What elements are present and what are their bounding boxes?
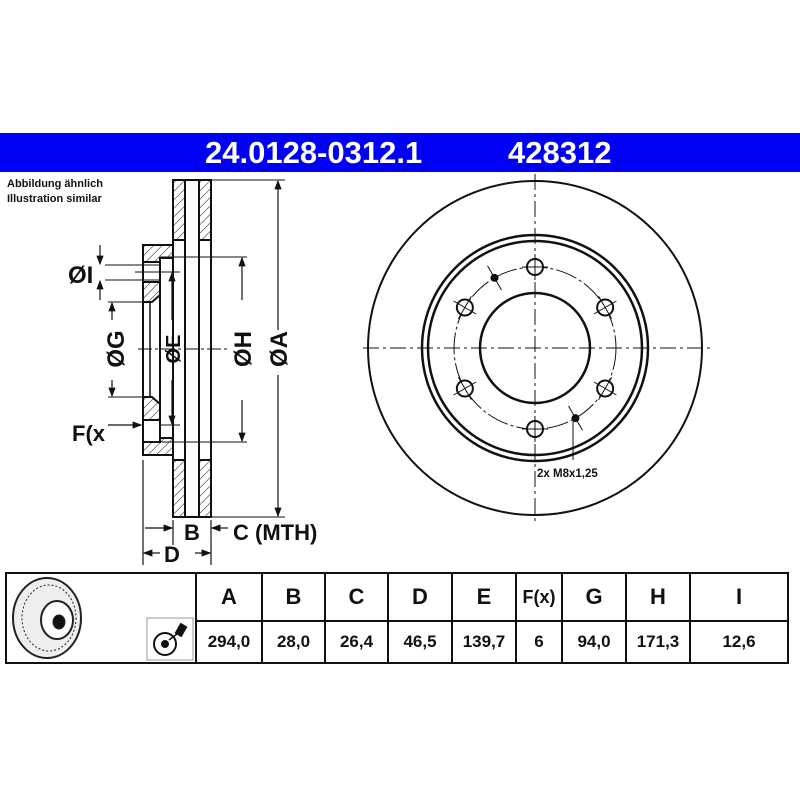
dim-label-f: F(x [72, 421, 106, 446]
value-g: 94,0 [561, 620, 627, 664]
value-a: 294,0 [195, 620, 263, 664]
note-de: Abbildung ähnlich [7, 178, 103, 190]
title-bar: 24.0128-0312.1 428312 [0, 133, 800, 172]
part-number: 24.0128-0312.1 [205, 135, 423, 170]
dim-label-h: ØH [230, 331, 257, 367]
dim-label-e: ØE [163, 335, 185, 364]
dim-label-a: ØA [266, 331, 293, 367]
value-i: 12,6 [689, 620, 789, 664]
disc-outer-edge [367, 180, 703, 516]
bolt-hole-crosshair [598, 376, 613, 401]
value-f: 6 [515, 620, 563, 664]
header-c: C [324, 572, 389, 622]
header-b: B [261, 572, 326, 622]
technical-drawing: ØI ØG ØE ØH ØA F(x B C (MTH) D 2x M8x1,2… [68, 174, 710, 567]
note-en: Illustration similar [7, 193, 102, 205]
center-bore [478, 291, 592, 405]
header-h: H [625, 572, 691, 622]
value-b: 28,0 [261, 620, 326, 664]
dim-label-i: ØI [68, 262, 93, 289]
illustration-note: Abbildung ähnlich Illustration similar [7, 177, 103, 207]
coating-spray-icon [146, 617, 194, 661]
friction-ring-inner-edge [420, 233, 650, 463]
dim-label-d: D [164, 542, 180, 567]
header-d: D [387, 572, 453, 622]
value-e: 139,7 [451, 620, 517, 664]
value-d: 46,5 [387, 620, 453, 664]
disc-image-cell [5, 572, 197, 664]
thread-note: 2x M8x1,25 [537, 468, 598, 480]
bolt-hole-crosshair [457, 295, 472, 320]
header-e: E [451, 572, 517, 622]
brake-disc-icon [12, 577, 82, 659]
bolt-hole-crosshair [598, 295, 613, 320]
front-view [363, 174, 710, 525]
dim-label-g: ØG [103, 330, 130, 367]
dimension-table: A B C D E F(x) G H I 294,0 28,0 26,4 46,… [5, 572, 789, 664]
dim-label-c: C (MTH) [233, 520, 317, 545]
header-i: I [689, 572, 789, 622]
threaded-hole-mark [487, 265, 502, 291]
threaded-hole-mark [568, 405, 583, 431]
header-g: G [561, 572, 627, 622]
value-h: 171,3 [625, 620, 691, 664]
bolt-hole-crosshair [457, 376, 472, 401]
header-a: A [195, 572, 263, 622]
article-number: 428312 [508, 135, 612, 170]
header-f: F(x) [515, 572, 563, 622]
dim-label-b: B [184, 520, 200, 545]
section-view [96, 179, 285, 565]
value-c: 26,4 [324, 620, 389, 664]
